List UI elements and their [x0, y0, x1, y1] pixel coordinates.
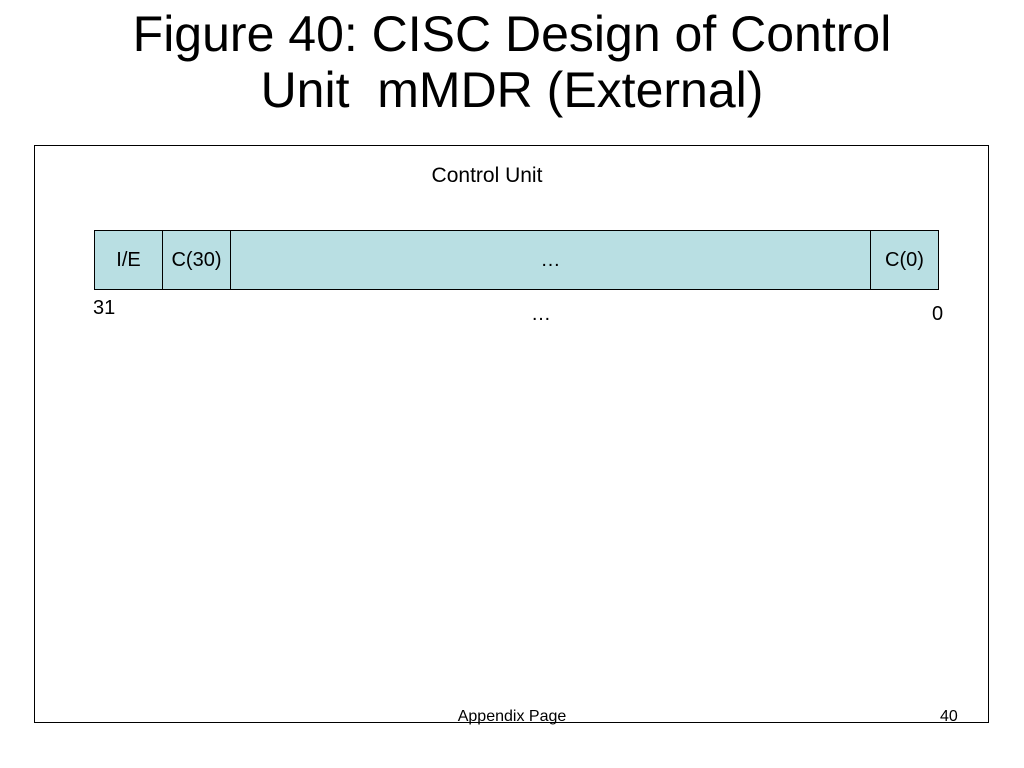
control-unit-label: Control Unit: [431, 164, 543, 187]
bit-index-low: 0: [932, 303, 944, 325]
bit-index-ellipsis: …: [531, 303, 551, 325]
register-cell-c0: C(0): [870, 231, 938, 289]
bit-index-high: 31: [93, 297, 116, 319]
register-cell-ellipsis: …: [230, 231, 870, 289]
title-line-1: Figure 40: CISC Design of Control: [132, 6, 892, 62]
page-number: 40: [940, 708, 958, 725]
register-cell-c30: C(30): [162, 231, 230, 289]
slide-title: Figure 40: CISC Design of Control Unit m…: [0, 6, 1024, 118]
register-cell-ie: I/E: [116, 248, 141, 271]
figure-frame: [34, 145, 989, 723]
title-line-2: Unit mMDR (External): [260, 62, 764, 118]
mmdr-register: I/E C(30) … C(0): [94, 230, 939, 290]
footer-label: Appendix Page: [457, 708, 567, 725]
